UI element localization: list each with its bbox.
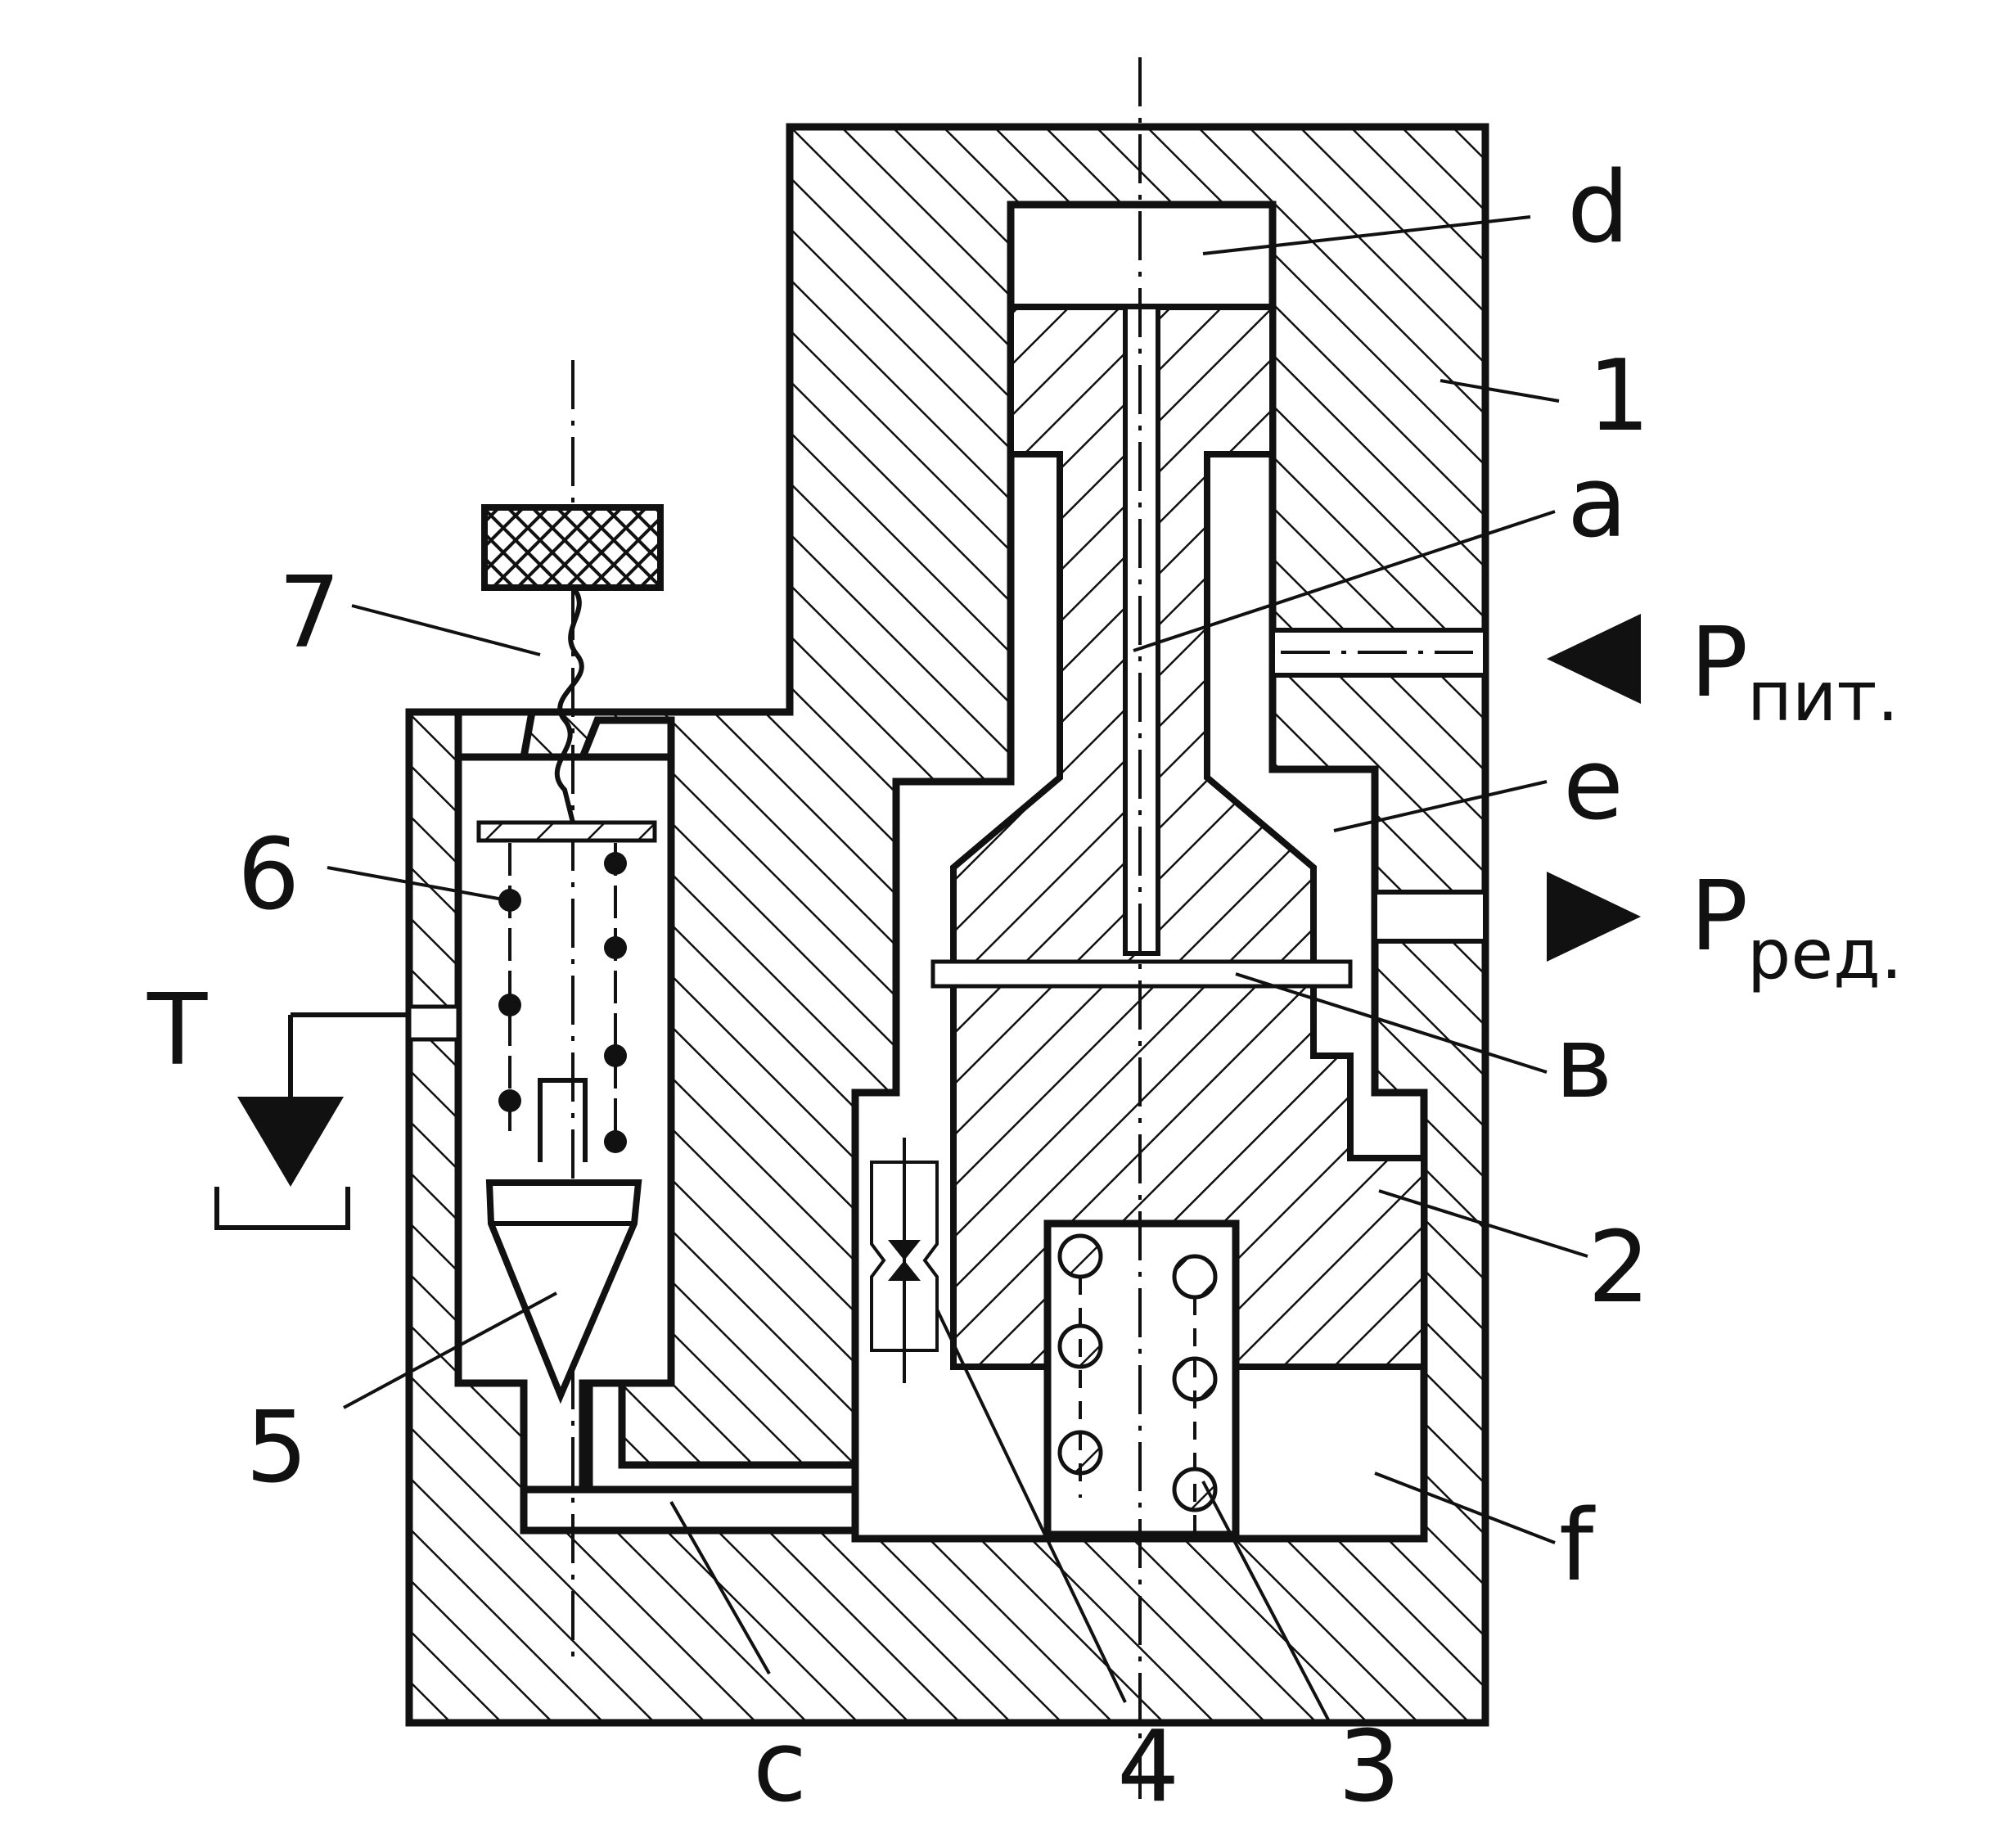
outlet-port [1372,890,1488,944]
label-3: 3 [1338,1711,1400,1824]
label-7: 7 [278,557,340,670]
label-6: 6 [237,818,300,932]
left-chamber-top-slot [454,708,537,761]
label-5: 5 [246,1391,308,1505]
label-4: 4 [1117,1711,1179,1824]
outlet-arrow-icon [1547,872,1641,962]
label-d: d [1567,151,1629,265]
spool-2 [950,304,1427,1370]
spring-3 [1057,1233,1218,1539]
inlet-port [1270,628,1488,678]
leader-lines [327,215,1588,1724]
tank-symbol-icon [214,1012,409,1230]
label-b: в [1555,1007,1613,1120]
label-2: 2 [1588,1211,1650,1325]
label-c: c [753,1711,807,1824]
label-e: e [1563,728,1624,842]
drain-port [407,1004,461,1042]
drain-arrow-icon [237,1097,344,1187]
label-a: a [1567,446,1628,560]
label-t: T [146,974,208,1088]
throttle-4 [870,1161,939,1352]
adjuster-7 [481,504,664,823]
label-p-red-sub: ред. [1747,914,1903,994]
label-p-red: P [1690,859,1748,972]
left-chamber-top-slot-right [577,716,675,761]
label-1: 1 [1588,340,1650,453]
inlet-arrow-icon [1547,614,1641,704]
label-f: f [1559,1490,1596,1603]
label-p-pit: P [1690,606,1748,719]
label-p-pit-sub: пит. [1747,656,1899,737]
spring-6 [476,820,657,1153]
needle-valve-5 [485,1179,642,1404]
plunger [538,1078,588,1162]
